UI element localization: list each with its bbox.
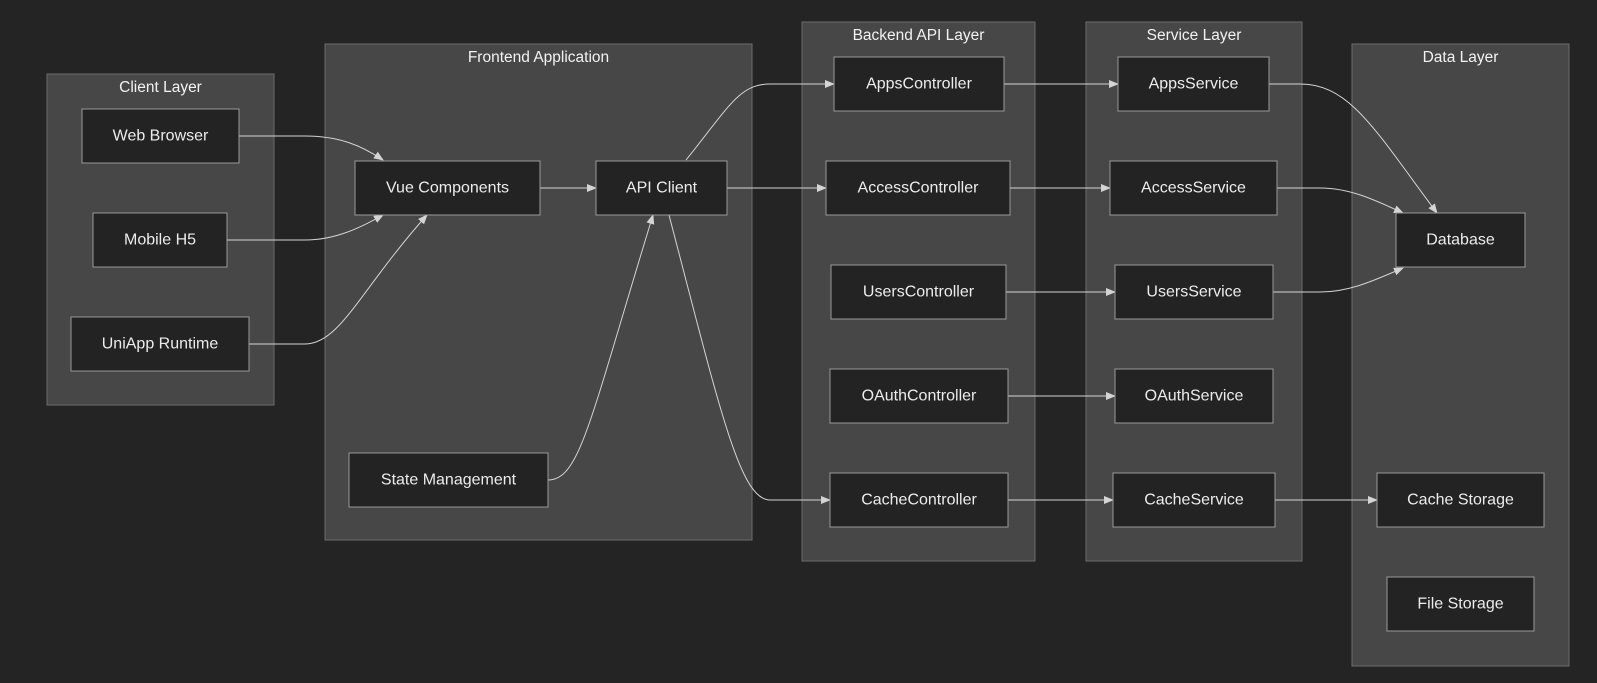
node-file-storage: File Storage (1386, 576, 1535, 632)
node-cache-service: CacheService (1112, 472, 1276, 528)
edge-users-service-to-database (1273, 267, 1404, 293)
node-cache-controller-label: CacheController (861, 492, 977, 509)
node-mobile-h5: Mobile H5 (92, 212, 228, 268)
node-mobile-h5-label: Mobile H5 (124, 232, 196, 249)
node-apps-controller: AppsController (833, 56, 1005, 112)
node-api-client: API Client (595, 160, 728, 216)
cluster-client-layer-title: Client Layer (119, 79, 202, 96)
node-access-controller-label: AccessController (858, 180, 980, 197)
node-uniapp-runtime: UniApp Runtime (70, 316, 250, 372)
node-oauth-controller: OAuthController (829, 368, 1009, 424)
node-access-controller: AccessController (825, 160, 1011, 216)
edge-mobile-h5-to-vue-components (227, 214, 384, 241)
node-apps-service-label: AppsService (1149, 76, 1239, 93)
node-users-controller: UsersController (830, 264, 1007, 320)
node-cache-storage: Cache Storage (1376, 472, 1545, 528)
node-cache-storage-label: Cache Storage (1407, 492, 1514, 509)
node-apps-service: AppsService (1117, 56, 1270, 112)
edge-apps-service-to-database (1269, 83, 1438, 214)
node-state-management-label: State Management (381, 472, 517, 489)
edge-access-service-to-database (1277, 187, 1404, 214)
node-state-management: State Management (348, 452, 549, 508)
node-users-service: UsersService (1114, 264, 1274, 320)
node-oauth-controller-label: OAuthController (862, 388, 977, 405)
edge-api-client-to-cache-controller (668, 214, 831, 504)
node-users-controller-label: UsersController (863, 284, 975, 301)
edge-api-client-to-apps-controller (685, 80, 835, 161)
node-web-browser-label: Web Browser (113, 128, 209, 145)
node-vue-components-label: Vue Components (386, 180, 509, 197)
node-access-service: AccessService (1109, 160, 1278, 216)
cluster-backend-api-layer-title: Backend API Layer (853, 27, 985, 44)
node-cache-controller: CacheController (829, 472, 1009, 528)
node-web-browser: Web Browser (81, 108, 240, 164)
node-api-client-label: API Client (626, 180, 698, 197)
node-database-label: Database (1426, 232, 1495, 249)
node-uniapp-runtime-label: UniApp Runtime (102, 336, 219, 353)
node-apps-controller-label: AppsController (866, 76, 973, 93)
node-access-service-label: AccessService (1141, 180, 1246, 197)
node-oauth-service-label: OAuthService (1145, 388, 1244, 405)
cluster-service-layer-title: Service Layer (1147, 27, 1242, 44)
edge-web-browser-to-vue-components (239, 135, 384, 161)
cluster-frontend-application-title: Frontend Application (468, 49, 609, 66)
node-vue-components: Vue Components (354, 160, 541, 216)
node-database: Database (1395, 212, 1526, 268)
edges (227, 80, 1438, 504)
cluster-data-layer-title: Data Layer (1423, 49, 1499, 66)
node-users-service-label: UsersService (1146, 284, 1241, 301)
node-oauth-service: OAuthService (1114, 368, 1274, 424)
node-file-storage-label: File Storage (1417, 596, 1503, 613)
cluster-data-layer: Data Layer (1351, 43, 1570, 667)
edge-uniapp-runtime-to-vue-components (249, 214, 428, 345)
edge-state-management-to-api-client (547, 214, 655, 481)
node-cache-service-label: CacheService (1144, 492, 1244, 509)
